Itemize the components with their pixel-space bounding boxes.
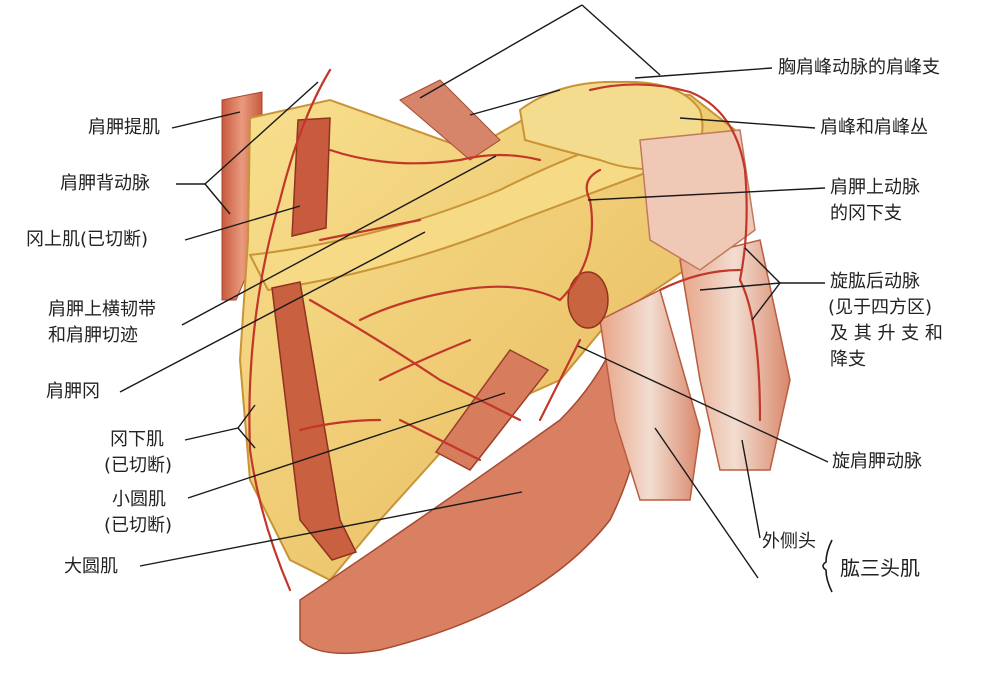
label-teres-minor: 小圆肌 [112, 489, 166, 510]
label-dorsal-scapular-artery: 肩胛背动脉 [60, 173, 150, 194]
label-triceps: 肱三头肌 [840, 556, 920, 580]
label-lateral-head: 外侧头 [762, 531, 816, 552]
label-posterior-circumflex-humeral: 旋肱后动脉 [830, 271, 920, 292]
leader-lines [119, 4, 829, 579]
cut-muscle-end [567, 271, 609, 329]
shoulder-tendon-region [639, 129, 756, 271]
supraspinatus-stump [291, 117, 331, 237]
label-scapular-spine: 肩胛冈 [46, 381, 100, 402]
label-infraspinatus: 冈下肌 [110, 429, 164, 450]
label-supraspinatus-cut: 冈上肌(已切断) [26, 229, 149, 250]
label-suprascapular-artery: 肩胛上动脉 [830, 177, 920, 198]
label-descending-branch: 降支 [830, 349, 866, 370]
label-teres-minor-cut: (已切断) [104, 515, 173, 536]
label-circumflex-scapular: 旋肩胛动脉 [832, 451, 922, 472]
teres-minor-stump [434, 349, 550, 471]
label-quadrangular-space: (见于四方区) [828, 297, 933, 318]
label-transverse-scapular-ligament: 肩胛上横韧带 [48, 299, 156, 320]
infraspinatus-stump [271, 281, 358, 561]
label-ascending-branch: 及 其 升 支 和 [830, 323, 943, 344]
label-infraspinatus-cut: (已切断) [104, 455, 173, 476]
label-teres-major: 大圆肌 [64, 556, 118, 577]
upper-muscle-strands [399, 79, 501, 161]
artery-network [248, 68, 762, 592]
triceps-lateral-head [679, 239, 791, 471]
triceps-brace [822, 539, 833, 593]
label-acromial-branch: 胸肩峰动脉的肩峰支 [778, 57, 940, 78]
label-levator-scapulae: 肩胛提肌 [88, 117, 160, 138]
label-acromion-plexus: 肩峰和肩峰丛 [820, 117, 928, 138]
label-infraspinous-branch: 的冈下支 [830, 203, 902, 224]
label-scapular-notch: 和肩胛切迹 [48, 325, 138, 346]
